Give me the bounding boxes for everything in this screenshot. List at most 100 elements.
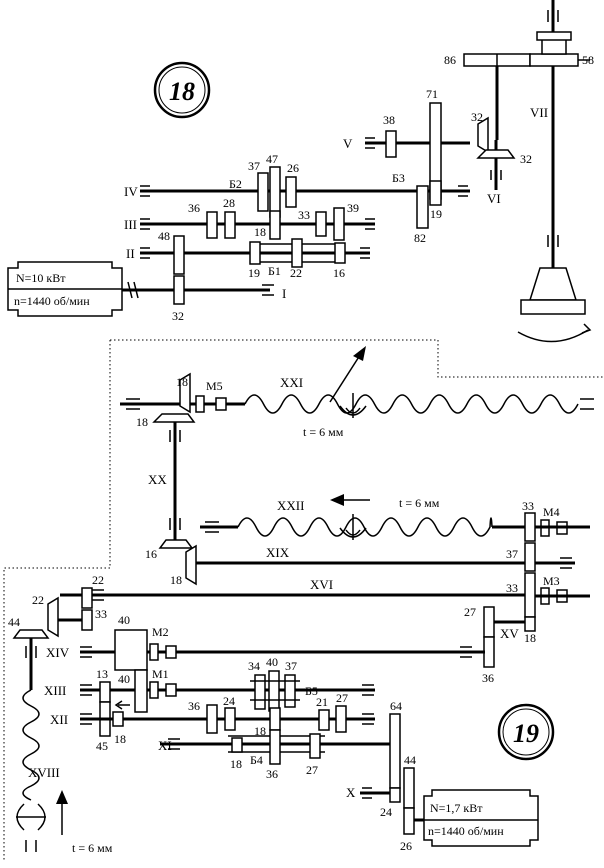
svg-text:19: 19 — [248, 266, 260, 280]
svg-text:27: 27 — [464, 605, 476, 619]
gear-40-xiv — [114, 629, 148, 671]
gear-39 — [333, 207, 345, 241]
gear-36-xii — [206, 704, 218, 734]
gear-36-xv — [483, 636, 495, 668]
gear-33-xxii — [524, 512, 536, 542]
shaft-label-XV: XV — [500, 626, 519, 641]
svg-text:18: 18 — [524, 631, 536, 645]
svg-text:33: 33 — [522, 499, 534, 513]
gear-34 — [254, 674, 266, 710]
main-motor: N=10 кВт n=1440 об/мин — [7, 261, 123, 317]
svg-text:48: 48 — [158, 229, 170, 243]
svg-text:82: 82 — [414, 231, 426, 245]
svg-text:32: 32 — [471, 110, 483, 124]
shaft-label-I: I — [282, 286, 286, 301]
clutch-M1 — [149, 681, 159, 699]
svg-text:37: 37 — [506, 547, 518, 561]
svg-text:38: 38 — [383, 113, 395, 127]
gear-26-x — [403, 807, 415, 835]
diagram-number-19: 19 — [497, 703, 555, 761]
lead-screw-XXII — [237, 517, 493, 537]
shaft-label-III: III — [124, 217, 137, 232]
shaft-label-XVI: XVI — [310, 577, 333, 592]
svg-text:26: 26 — [287, 161, 299, 175]
coupling-icon — [127, 281, 139, 299]
svg-text:18: 18 — [170, 573, 182, 587]
svg-text:M1: M1 — [152, 667, 169, 681]
main-motor-speed: n=1440 об/мин — [14, 294, 90, 308]
gear-40-b5 — [268, 670, 280, 712]
svg-text:22: 22 — [290, 266, 302, 280]
svg-text:Б2: Б2 — [229, 177, 242, 191]
shaft-label-XVIII: XVIII — [28, 765, 60, 780]
svg-text:M3: M3 — [543, 574, 560, 588]
svg-text:37: 37 — [285, 659, 297, 673]
svg-text:21: 21 — [316, 695, 328, 709]
svg-text:16: 16 — [333, 266, 345, 280]
svg-text:28: 28 — [223, 196, 235, 210]
gear-16-b1 — [334, 242, 346, 264]
gear-37-b2 — [257, 172, 269, 212]
svg-text:33: 33 — [95, 607, 107, 621]
bevel-gear-18-xix — [185, 544, 197, 586]
gear-48 — [173, 235, 185, 275]
shaft-label-XIII: XIII — [44, 683, 66, 698]
shaft-label-IV: IV — [124, 184, 138, 199]
svg-text:47: 47 — [266, 152, 278, 166]
gear-22-xvi — [81, 587, 93, 609]
shaft-label-II: II — [126, 246, 135, 261]
gear-18-xi — [231, 737, 243, 753]
svg-text:Б5: Б5 — [305, 684, 318, 698]
svg-text:18: 18 — [176, 375, 188, 389]
shaft-label-XIX: XIX — [266, 545, 290, 560]
svg-text:33: 33 — [298, 208, 310, 222]
svg-text:27: 27 — [306, 763, 318, 777]
svg-text:36: 36 — [266, 767, 278, 781]
shaft-label-V: V — [343, 136, 353, 151]
shaft-label-XI: XI — [158, 738, 172, 753]
gear-37-b5 — [284, 674, 296, 708]
shaft-label-XXI: XXI — [280, 375, 303, 390]
gear-19-b3 — [429, 180, 442, 206]
svg-text:26: 26 — [400, 839, 412, 853]
feed-motor-speed: n=1440 об/мин — [428, 824, 504, 838]
gear-18-xii-b — [269, 707, 281, 731]
svg-text:13: 13 — [96, 667, 108, 681]
svg-text:58: 58 — [582, 53, 594, 67]
svg-text:71: 71 — [426, 87, 438, 101]
bevel-gear-16 — [158, 539, 194, 549]
housing-outline-left — [3, 340, 111, 860]
shaft-label-X: X — [346, 785, 356, 800]
gear-24-xii — [224, 707, 236, 731]
svg-text:40: 40 — [118, 672, 130, 686]
gear-28 — [224, 211, 236, 239]
svg-text:18: 18 — [169, 77, 195, 106]
gear-27-xii — [335, 705, 347, 733]
svg-text:18: 18 — [254, 225, 266, 239]
svg-text:36: 36 — [482, 671, 494, 685]
svg-text:18: 18 — [114, 732, 126, 746]
svg-text:27: 27 — [336, 691, 348, 705]
svg-text:M2: M2 — [152, 625, 169, 639]
gear-33-left — [81, 609, 93, 631]
svg-text:86: 86 — [444, 53, 456, 67]
gear-47 — [269, 166, 281, 218]
svg-text:18: 18 — [254, 724, 266, 738]
gear-33-iii — [315, 211, 327, 237]
main-motor-power: N=10 кВт — [16, 271, 66, 285]
svg-text:36: 36 — [188, 201, 200, 215]
gear-38 — [385, 130, 397, 158]
gear-40-xiii — [134, 669, 148, 713]
svg-text:Б4: Б4 — [250, 753, 263, 767]
bevel-gear-32b — [476, 149, 516, 159]
svg-text:24: 24 — [223, 694, 235, 708]
gear-32-i — [173, 275, 185, 305]
lead-screw-XVIII — [22, 689, 40, 801]
shaft-label-VII: VII — [530, 105, 548, 120]
svg-text:32: 32 — [172, 309, 184, 323]
svg-text:64: 64 — [390, 699, 402, 713]
gear-58 — [529, 53, 579, 67]
bevel-gear-44 — [12, 629, 50, 639]
svg-text:22: 22 — [92, 573, 104, 587]
